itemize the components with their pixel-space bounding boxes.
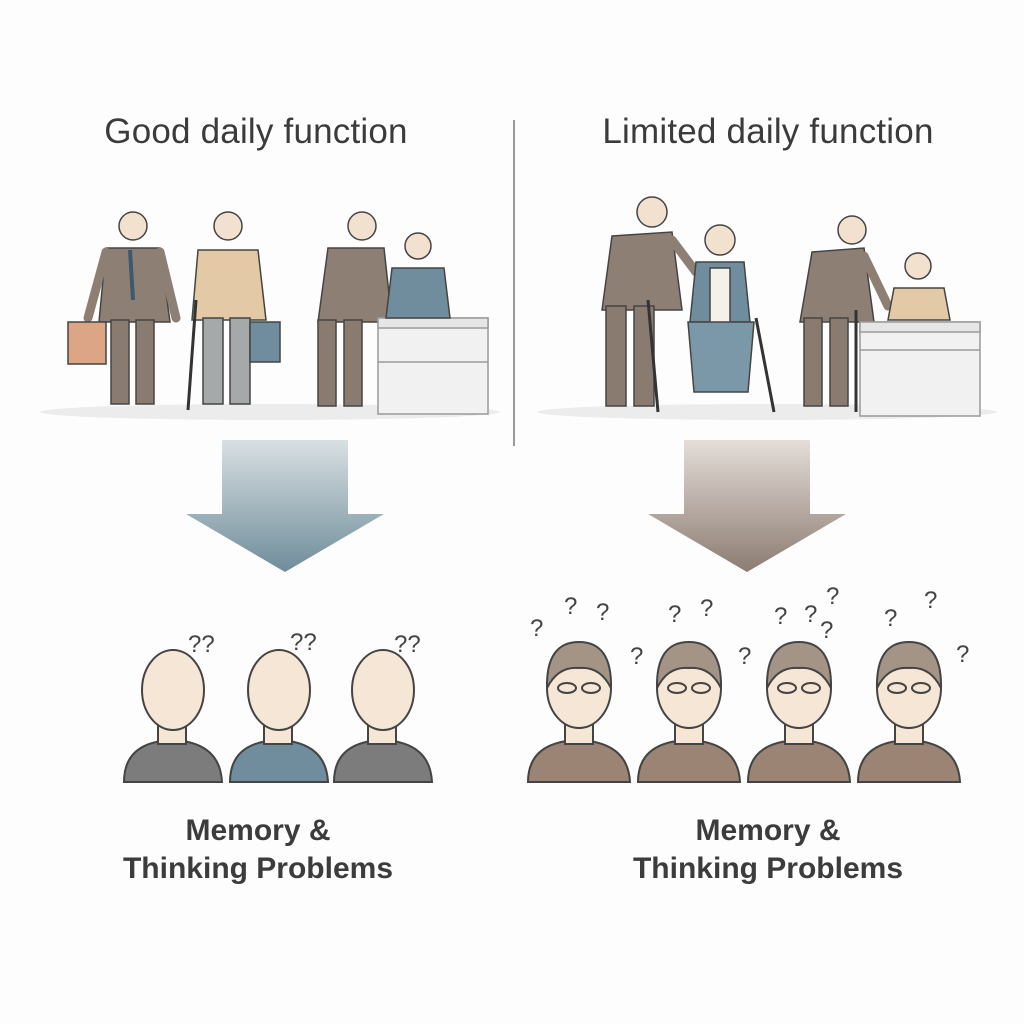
caption-line-1: Memory & [695,814,841,847]
elderly-man-with-cane [186,211,281,411]
svg-text:?: ? [884,605,897,632]
memory-thinking-caption: Memory & Thinking Problems [22,812,494,888]
svg-text:?: ? [924,587,937,614]
elderly-man-at-counter [799,215,893,412]
seated-clerk [887,252,951,321]
good-function-title: Good daily function [104,112,408,151]
memory-thinking-caption: Memory & Thinking Problems [512,812,1024,888]
counter [859,321,981,417]
question-marks: ?? [188,631,215,658]
svg-text:?: ? [820,617,833,644]
elderly-man-at-counter [317,211,408,413]
svg-text:?: ? [738,643,751,670]
svg-text:?: ? [956,641,969,668]
svg-text:?: ? [564,593,577,620]
bald-head-1 [122,649,224,783]
caption-line-2: Thinking Problems [632,852,904,885]
question-marks: ? ? ? ? ? ? ? ? ? ? ? ? ? ? [530,583,969,670]
svg-text:?: ? [530,615,543,642]
svg-text:?: ? [774,603,787,630]
limited-function-panel: Limited daily function [512,0,1024,1024]
bald-head-3 [332,649,434,783]
svg-text:?: ? [826,583,839,610]
down-arrow [648,440,846,572]
caption-line-2: Thinking Problems [122,852,394,885]
svg-text:?: ? [630,643,643,670]
confused-person-2 [636,640,742,783]
elderly-man-walking-with-bag [67,211,181,405]
seated-clerk [385,232,451,319]
confused-person-1 [526,640,632,783]
question-marks: ?? [394,631,421,658]
down-arrow [186,440,384,572]
limited-function-illustration: ? ? ? ? ? ? ? ? ? ? ? ? ? ? [526,196,997,783]
limited-function-title: Limited daily function [602,112,934,151]
good-function-panel: Good daily function [22,112,500,888]
svg-text:?: ? [804,601,817,628]
question-marks: ?? [290,629,317,656]
confused-person-3 [746,640,852,783]
bald-head-2 [228,649,330,783]
elderly-man-supporting [601,196,701,413]
good-function-illustration: ?? ?? ?? [40,211,500,783]
svg-text:?: ? [596,599,609,626]
caption-line-1: Memory & [185,814,331,847]
counter [377,317,489,415]
panel-divider [513,120,515,446]
confused-person-4 [856,640,962,783]
svg-text:?: ? [668,601,681,628]
elderly-woman-with-cane [687,224,776,413]
svg-text:?: ? [700,595,713,622]
